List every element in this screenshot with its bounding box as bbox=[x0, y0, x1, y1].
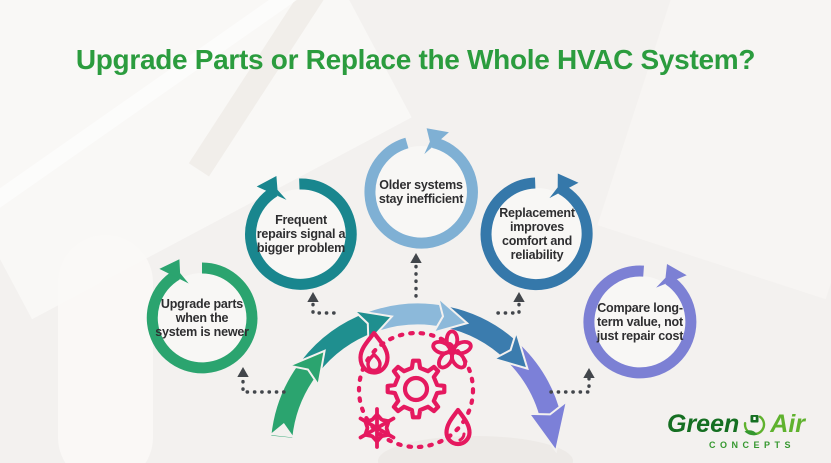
badge-face bbox=[157, 273, 247, 363]
step-label: Compare long-term value, not just repair… bbox=[596, 300, 684, 344]
fan-icon bbox=[431, 329, 473, 370]
arc-tail-notch bbox=[269, 423, 295, 438]
arc-arrowhead bbox=[285, 349, 326, 388]
brand-logo: Green Air CONCEPTS bbox=[667, 410, 805, 450]
connector-line bbox=[311, 299, 336, 315]
arc-arrowhead bbox=[431, 294, 470, 335]
logo-concepts-text: CONCEPTS bbox=[709, 440, 796, 450]
step-badge-1: Upgrade parts when the system is newer bbox=[130, 246, 274, 390]
arc-arrowhead bbox=[491, 328, 529, 371]
dashed-circle bbox=[356, 330, 476, 450]
badge-ring-arrowhead bbox=[424, 128, 449, 155]
badge-ring-arc bbox=[364, 137, 478, 249]
connector-up-arrow bbox=[410, 253, 422, 263]
badge-ring-arc bbox=[146, 262, 258, 374]
step-label: Upgrade parts when the system is newer bbox=[155, 296, 249, 340]
badge-face bbox=[594, 276, 686, 368]
droplet-icon bbox=[444, 407, 472, 447]
connector-line bbox=[549, 375, 591, 394]
badge-face bbox=[491, 188, 583, 280]
badge-face bbox=[256, 189, 346, 279]
badge-ring-arc bbox=[245, 178, 357, 290]
step-label: Frequent repairs signal a bigger problem bbox=[256, 212, 346, 256]
badge-ring-arc bbox=[583, 265, 697, 379]
connector-up-arrow bbox=[237, 367, 249, 377]
step-badge-5: Compare long-term value, not just repair… bbox=[567, 249, 713, 395]
logo-green-text: Green bbox=[667, 410, 740, 438]
arc-arrowhead bbox=[527, 398, 569, 454]
page-title: Upgrade Parts or Replace the Whole HVAC … bbox=[75, 44, 756, 75]
badge-ring-arc bbox=[480, 177, 593, 291]
dashed-connectors bbox=[241, 260, 591, 394]
badge-ring-arrowhead bbox=[549, 173, 579, 199]
connector-line bbox=[496, 299, 521, 315]
connector-up-arrow bbox=[307, 292, 319, 302]
badge-face bbox=[375, 146, 467, 238]
step-badge-4: Replacement improves comfort and reliabi… bbox=[464, 161, 610, 307]
connector-up-arrow bbox=[513, 292, 525, 302]
badge-ring-arrowhead bbox=[656, 264, 687, 288]
badge-ring-arrowhead bbox=[256, 176, 287, 200]
logo-air-text: Air bbox=[770, 410, 805, 438]
hvac-icons bbox=[356, 329, 476, 450]
gear-icon bbox=[385, 358, 447, 420]
circular-arrow-ring bbox=[146, 259, 258, 374]
logo-leaf-house-icon bbox=[744, 413, 766, 436]
snowflake-icon bbox=[358, 407, 396, 449]
step-label: Older systems stay inefficient bbox=[378, 177, 464, 206]
connector-up-arrow bbox=[583, 368, 595, 378]
badge-ring-arrowhead bbox=[159, 259, 189, 284]
step-badge-2: Frequent repairs signal a bigger problem bbox=[229, 162, 373, 306]
circular-arrow-ring bbox=[583, 264, 697, 379]
cycle-arc bbox=[269, 294, 569, 454]
circular-arrow-ring bbox=[245, 176, 357, 290]
step-badge-3: Older systems stay inefficient bbox=[348, 119, 494, 265]
connector-line bbox=[241, 375, 286, 394]
connector-arrowheads bbox=[237, 253, 595, 378]
circular-arrow-ring bbox=[364, 128, 478, 249]
step-label: Replacement improves comfort and reliabi… bbox=[499, 205, 575, 263]
circular-arrow-ring bbox=[480, 173, 593, 291]
flame-icon bbox=[358, 330, 390, 375]
